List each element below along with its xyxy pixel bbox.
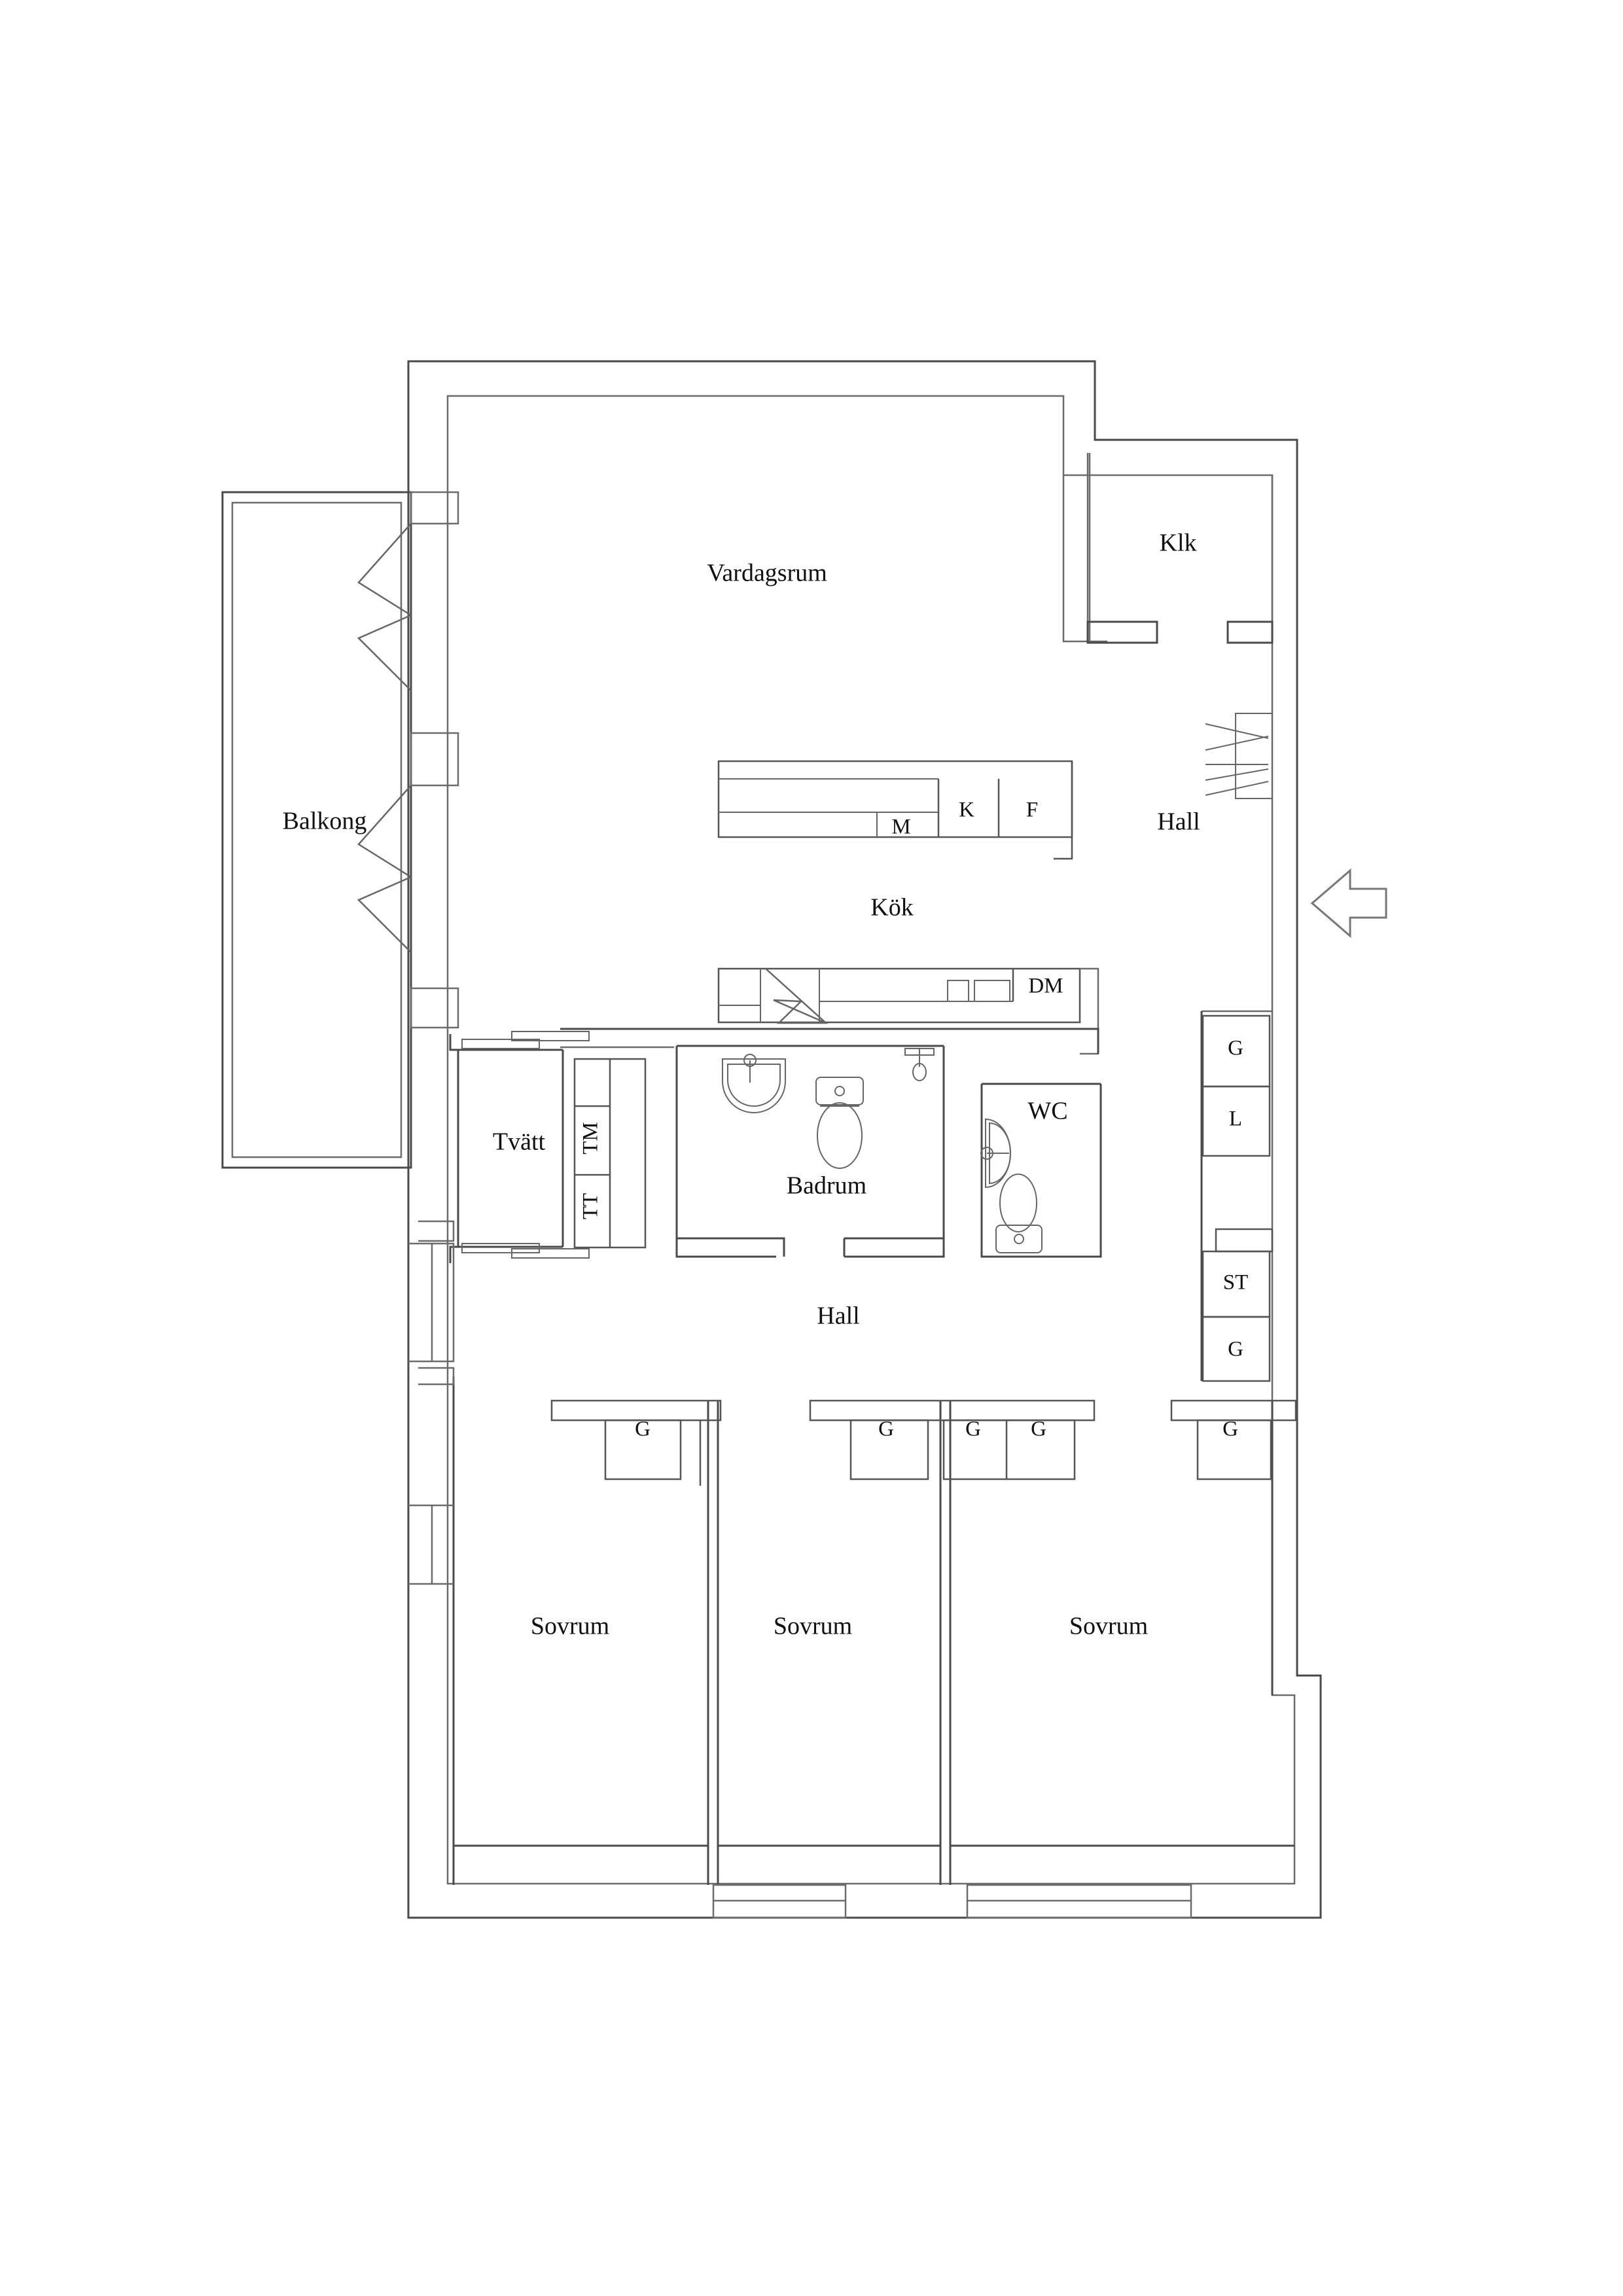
badrum-fixtures	[722, 1048, 935, 1169]
room-labels: Balkong Vardagsrum Klk Hall Kök Tvätt Ba…	[283, 529, 1200, 1640]
closet-label-hall-g1: G	[1228, 1037, 1243, 1060]
left-wall-windows	[408, 1220, 455, 1585]
room-label-sovrum-2: Sovrum	[774, 1613, 852, 1640]
bedroom-walls	[452, 1376, 1294, 1885]
balcony-outline	[221, 491, 412, 1169]
closet-label-hall-l: L	[1229, 1107, 1242, 1131]
appliance-label-washing-machine: TM	[579, 1122, 603, 1155]
room-label-hall-lower: Hall	[817, 1302, 859, 1330]
livingroom-walls	[1062, 453, 1107, 643]
closet-labels: G L ST G G G G G G	[635, 1037, 1248, 1441]
balcony-door-bays	[357, 491, 459, 1029]
entrance-direction-arrow	[1310, 868, 1387, 939]
laundry-appliances	[573, 1058, 647, 1249]
interior-walls-mid	[449, 1028, 1099, 1263]
closet-label-hall-st: ST	[1223, 1271, 1249, 1295]
room-label-hall-upper: Hall	[1157, 808, 1200, 836]
room-label-sovrum-1: Sovrum	[531, 1613, 609, 1640]
closet-label-sovrum2-g: G	[878, 1418, 894, 1441]
room-label-klk: Klk	[1160, 529, 1197, 557]
appliance-label-stove: K	[959, 798, 974, 822]
tvatt-sliding-doors	[461, 1031, 590, 1259]
klk-room	[1086, 453, 1274, 644]
room-label-kok: Kök	[870, 894, 913, 922]
hall-closet-column	[1200, 1010, 1274, 1382]
room-label-balkong: Balkong	[283, 808, 367, 835]
room-label-vardagsrum: Vardagsrum	[707, 560, 827, 587]
kitchen-lower-counter	[717, 967, 1099, 1055]
bottom-windows	[712, 1884, 1192, 1919]
bedroom-wardrobes	[550, 1399, 1297, 1486]
room-label-sovrum-3: Sovrum	[1069, 1613, 1148, 1640]
appliance-label-microwave: M	[891, 816, 910, 839]
appliance-labels: M K F DM TM TT	[579, 798, 1063, 1220]
hall-radiator-icon	[1205, 713, 1273, 799]
room-label-tvatt: Tvätt	[493, 1128, 546, 1156]
badrum-room	[675, 1045, 945, 1258]
closet-label-sovrum1-g: G	[635, 1418, 651, 1441]
appliance-label-tumble-dryer: TT	[579, 1193, 603, 1219]
room-label-badrum: Badrum	[787, 1172, 866, 1200]
closet-label-hall-g3: G	[1222, 1418, 1238, 1441]
room-label-wc: WC	[1027, 1098, 1067, 1125]
appliance-label-dishwasher: DM	[1028, 975, 1063, 998]
closet-label-sovrum3-g1: G	[965, 1418, 981, 1441]
wc-room	[980, 1083, 1102, 1258]
wc-fixtures	[980, 1118, 1043, 1253]
closet-label-hall-g2: G	[1228, 1338, 1243, 1361]
appliance-label-fridge: F	[1026, 798, 1038, 822]
kitchen-upper-counter	[717, 760, 1073, 860]
closet-label-sovrum3-g2: G	[1031, 1418, 1046, 1441]
